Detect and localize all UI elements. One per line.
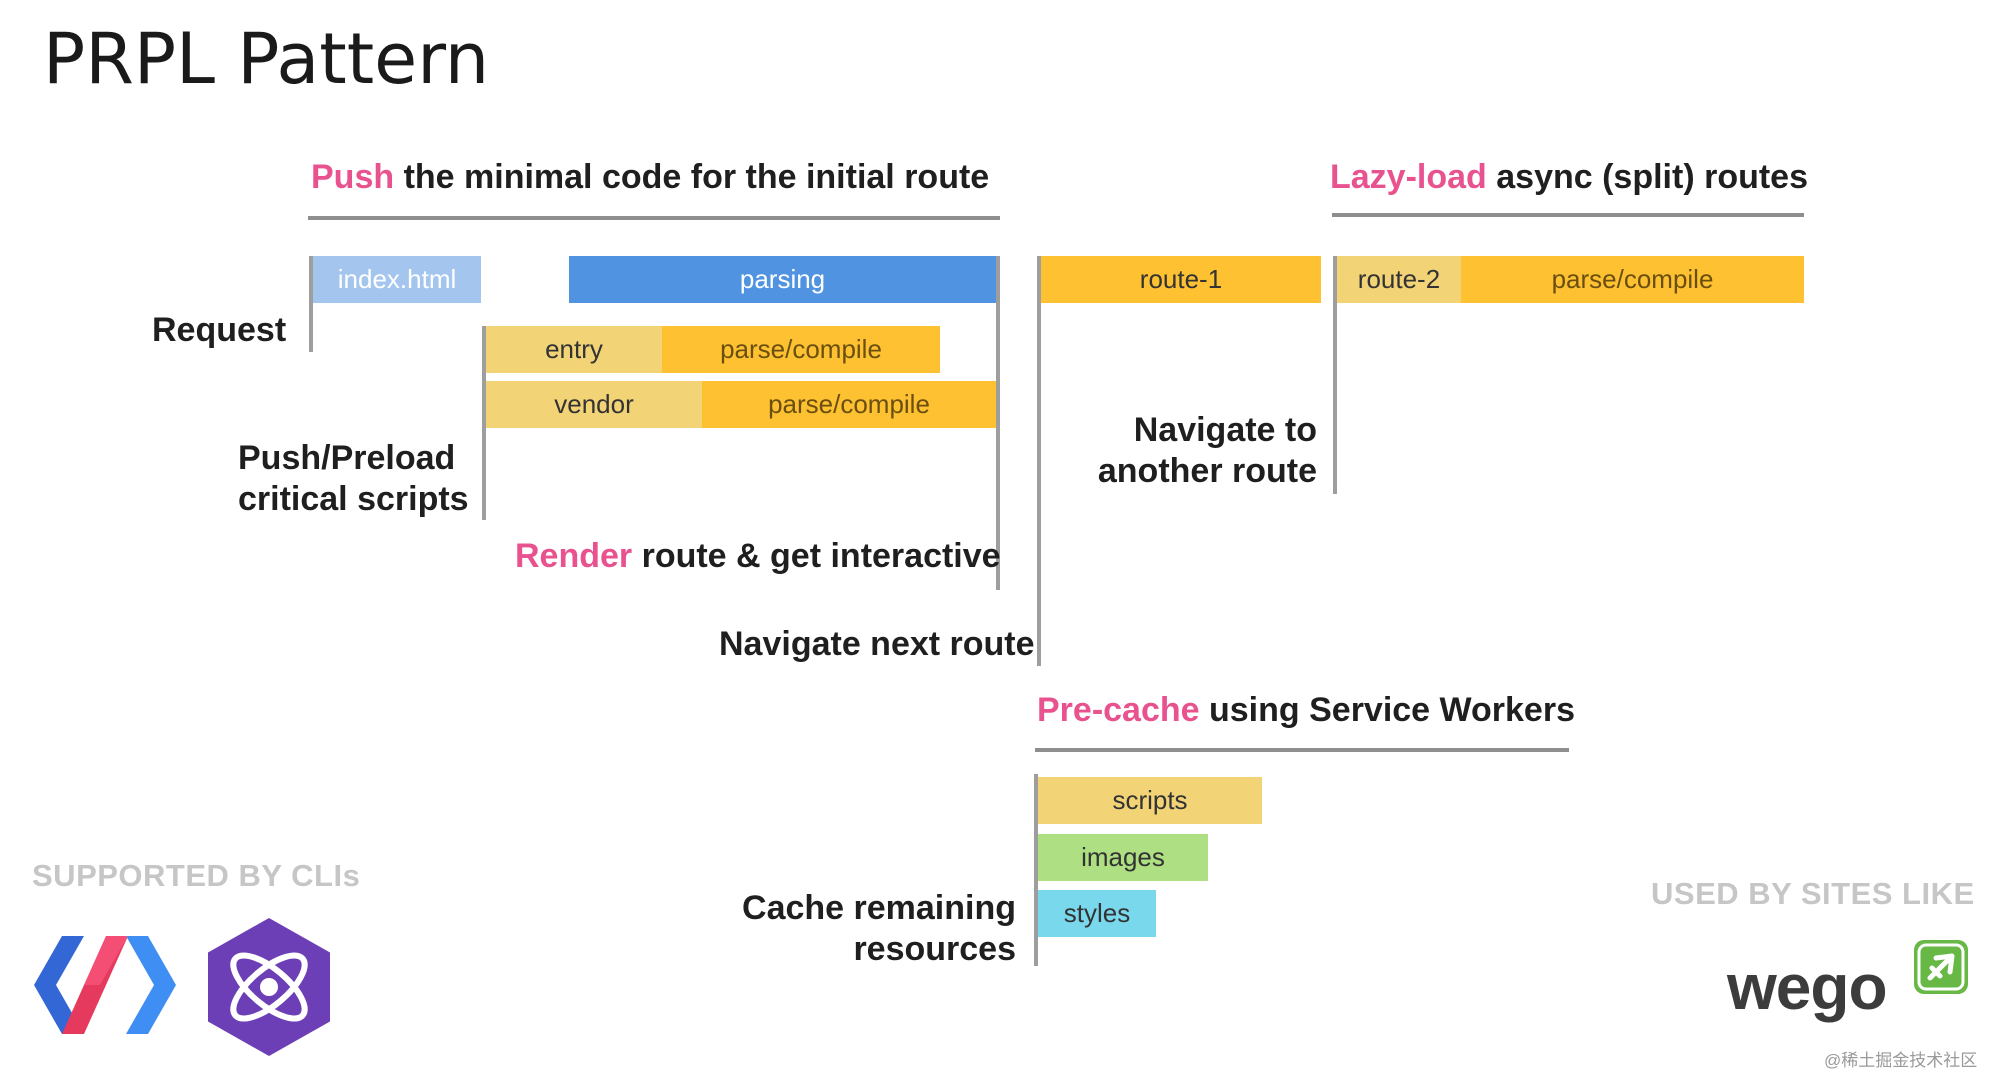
used-by-label: USED BY SITES LIKE [1651,876,1975,911]
bar-parsing: parsing [569,256,996,303]
label-push-preload-line1: Push/Preload [238,439,456,477]
bar-route-2: route-2 [1337,256,1461,303]
push-preload-line [482,326,486,520]
lazy-heading-text: async (split) routes [1486,158,1809,196]
supported-by-label: SUPPORTED BY CLIs [32,858,361,893]
label-navigate-another-line2: another route [1097,452,1317,490]
render-heading-accent: Render [515,537,633,575]
label-push-preload: Push/Preload critical scripts [238,438,469,520]
bar-styles: styles [1038,890,1156,937]
render-heading-text: route & get interactive [632,537,1001,575]
render-heading: Render route & get interactive [515,537,1001,576]
precache-heading: Pre-cache using Service Workers [1037,691,1575,730]
lazy-heading-accent: Lazy-load [1330,158,1487,196]
bar-entry: entry [486,326,662,373]
label-cache-remaining-line2: resources [853,930,1016,968]
navigate-next-line [1037,256,1041,666]
push-heading: Push the minimal code for the initial ro… [311,158,989,197]
push-underline [308,216,1000,220]
bar-vendor-parse: parse/compile [702,381,996,428]
bar-route-1: route-1 [1041,256,1321,303]
request-line [309,256,313,352]
label-cache-remaining-line1: Cache remaining [742,889,1016,927]
bar-route-2-parse: parse/compile [1461,256,1804,303]
bar-scripts: scripts [1038,777,1262,824]
bar-images: images [1038,834,1208,881]
bar-entry-parse: parse/compile [662,326,940,373]
push-heading-text: the minimal code for the initial route [394,158,990,196]
precache-heading-text: using Service Workers [1199,691,1575,729]
wego-logo: wego [1727,951,1888,1023]
lazy-heading: Lazy-load async (split) routes [1330,158,1808,197]
watermark: @稀土掘金技术社区 [1824,1051,1978,1070]
precache-heading-accent: Pre-cache [1037,691,1200,729]
render-line [996,256,1000,590]
label-navigate-next: Navigate next route [719,625,1035,663]
precache-underline [1035,748,1569,752]
bar-index-html: index.html [313,256,481,303]
label-cache-remaining: Cache remaining resources [700,888,1016,970]
plane-icon [1914,940,1968,994]
cache-line [1034,774,1038,966]
label-navigate-another-line1: Navigate to [1133,411,1317,449]
lazy-underline [1332,213,1804,217]
navigate-another-line [1333,256,1337,494]
page-title: PRPL Pattern [43,18,490,100]
label-push-preload-line2: critical scripts [238,480,469,518]
polymer-logo-icon [34,936,176,1034]
bar-vendor: vendor [486,381,702,428]
preact-cli-logo-icon [208,918,330,1056]
push-heading-accent: Push [311,158,395,196]
label-navigate-another: Navigate to another route [1080,410,1317,492]
label-request: Request [152,311,287,349]
